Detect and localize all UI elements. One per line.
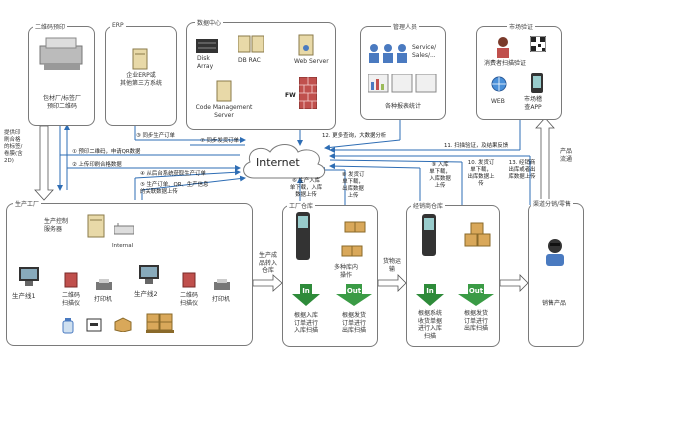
code-server-icon bbox=[216, 80, 232, 102]
handheld-terminal-icon bbox=[294, 212, 312, 262]
scanner-1-icon bbox=[64, 272, 78, 288]
line1-label: 生产线1 bbox=[12, 292, 36, 300]
boxes-2-icon bbox=[464, 222, 492, 248]
reports-label: 各种报表统计 bbox=[384, 103, 421, 110]
web-server-label: Web Server bbox=[294, 58, 329, 65]
erp-title: ERP bbox=[110, 22, 126, 29]
internet-cloud-icon bbox=[238, 140, 330, 184]
management-box: 管理人员 bbox=[360, 22, 446, 120]
market-title: 市场验证 bbox=[507, 22, 536, 31]
report-icon bbox=[367, 73, 438, 96]
fw-label: FW bbox=[285, 92, 296, 99]
workstation-2-icon bbox=[138, 264, 160, 286]
db-rac-label: DB RAC bbox=[238, 57, 261, 64]
retail-box: 渠道分销/零售 bbox=[528, 199, 584, 347]
step-13-label: 13. 经销商 出库或者出 库数据上传 bbox=[508, 160, 536, 181]
step-9-label: ⑨ 入库 单下载， 入库数据 上传 bbox=[429, 162, 451, 190]
distributor-out-label: Out bbox=[468, 287, 484, 295]
datacenter-title: 数据中心 bbox=[195, 18, 224, 27]
printer-2-icon bbox=[214, 276, 230, 290]
line2-label: 生产线2 bbox=[134, 290, 158, 298]
firewall-icon bbox=[298, 76, 318, 110]
factory-title: 生产工厂 bbox=[13, 199, 42, 208]
control-server-label: 生产控制 服务器 bbox=[44, 218, 69, 233]
step-1-label: ① 预印二维码，申请QR数据 bbox=[72, 149, 141, 155]
warehouse-out-label: Out bbox=[346, 287, 362, 295]
server-icon bbox=[132, 48, 148, 70]
consumer-icon bbox=[494, 36, 512, 58]
warehouse-in-label: In bbox=[302, 287, 310, 295]
pallet-icon bbox=[146, 312, 174, 334]
web-label: WEB bbox=[491, 98, 505, 105]
printer2-label: 打印机 bbox=[212, 296, 231, 303]
disk-array-icon bbox=[196, 38, 218, 53]
label-printer-icon bbox=[36, 34, 88, 74]
warehouse-ops-label: 多种库内 操作 bbox=[333, 264, 358, 279]
consumer-avatar-icon bbox=[542, 238, 568, 268]
distributor-out-caption: 根据发货 订单进行 出库扫描 bbox=[463, 310, 488, 332]
step-11-label: 11. 扫描验证，及结果反馈 bbox=[444, 143, 509, 149]
erp-box: ERP bbox=[105, 22, 177, 126]
printer-1-icon bbox=[96, 276, 112, 290]
disk-array-label: Disk Array bbox=[197, 55, 214, 70]
out-arrow-icon bbox=[334, 284, 374, 306]
scanner-2-icon bbox=[182, 272, 196, 288]
handheld-terminal-2-icon bbox=[420, 214, 438, 258]
warehouse-title: 工厂仓库 bbox=[287, 201, 316, 210]
print-pass-label: 提供印 刷合格 的标签/ 卷膜(含 2D) bbox=[4, 130, 23, 164]
step-10-label: 10. 发货订 单下载， 出库数据上 传 bbox=[467, 160, 495, 188]
warehouse-out-caption: 根据发货 订单进行 出库扫描 bbox=[341, 312, 366, 334]
step-8-label: ⑧ 发货订 单下载， 出库数据 上传 bbox=[341, 172, 365, 200]
web-server-icon bbox=[298, 34, 314, 56]
retail-sale-label: 销售产品 bbox=[542, 300, 567, 307]
step-6-label: ⑥ 生产入库 单下载，入库 数据上传 bbox=[289, 178, 323, 199]
in-arrow-icon bbox=[290, 284, 322, 306]
internet-label: Internet bbox=[256, 156, 300, 169]
retail-title: 渠道分销/零售 bbox=[531, 199, 574, 208]
step-7-label: ⑦ 同步发货订单 bbox=[200, 138, 239, 144]
bottle-icon bbox=[62, 318, 74, 334]
step-12-label: 12. 更多查询，大数据分析 bbox=[322, 133, 387, 139]
warehouse-in-caption: 根据入库 订单进行 入库扫描 bbox=[293, 312, 318, 334]
code-server-label: Code Management Server bbox=[195, 104, 253, 119]
carton-icon bbox=[114, 316, 132, 333]
distributor-in-label: In bbox=[426, 287, 434, 295]
carton-small-icon bbox=[86, 316, 102, 332]
printer1-label: 打印机 bbox=[94, 296, 113, 303]
people-icon bbox=[366, 42, 410, 68]
packaging-caption: 包材厂/标签厂 预印二维码 bbox=[42, 95, 82, 110]
mobile-phone-icon bbox=[530, 72, 544, 94]
distributor-in-caption: 根据系统 收货单据 进行入库 扫描 bbox=[417, 310, 442, 340]
step-5-label: ⑤ 生产订单、QR、生产信息 的关联数据上传 bbox=[140, 182, 209, 196]
control-server-icon bbox=[86, 214, 106, 238]
service-label: Service/ Sales/... bbox=[412, 44, 437, 59]
in-arrow-2-icon bbox=[414, 284, 446, 306]
market-box: 市场验证 bbox=[476, 22, 562, 120]
boxes-stack-icon bbox=[340, 244, 364, 260]
circulation-label: 产品 流通 bbox=[559, 148, 572, 163]
management-title: 管理人员 bbox=[391, 22, 420, 31]
consumer-label: 消费者扫描验证 bbox=[484, 60, 527, 67]
qr-code-icon bbox=[529, 35, 547, 53]
database-icon bbox=[237, 34, 265, 54]
packaging-title: 二维码预印 bbox=[33, 22, 68, 31]
internal-bus-label: Internal bbox=[112, 243, 134, 249]
router-icon bbox=[113, 220, 135, 235]
browser-icon bbox=[490, 76, 508, 92]
boxes-icon bbox=[344, 218, 366, 234]
app-label: 市场稽 查APP bbox=[524, 96, 543, 111]
erp-caption: 企业ERP或 其他第三方系统 bbox=[119, 72, 162, 87]
step-2-label: ② 上传印刷合格数据 bbox=[72, 162, 122, 168]
finished-goods-label: 生产成 品转入 仓库 bbox=[258, 252, 277, 274]
step-3-label: ③ 同步生产订单 bbox=[136, 133, 175, 139]
shipping-label: 货物运 输 bbox=[382, 258, 401, 273]
workstation-1-icon bbox=[18, 266, 40, 288]
distributor-title: 经销商仓库 bbox=[411, 201, 446, 210]
scanner2-label: 二维码 扫描仪 bbox=[179, 292, 198, 307]
scanner1-label: 二维码 扫描仪 bbox=[61, 292, 80, 307]
out-arrow-2-icon bbox=[456, 284, 496, 306]
step-4-label: ④ 从后台系统获取生产订单 bbox=[140, 171, 206, 177]
distributor-box: 经销商仓库 bbox=[406, 201, 500, 347]
